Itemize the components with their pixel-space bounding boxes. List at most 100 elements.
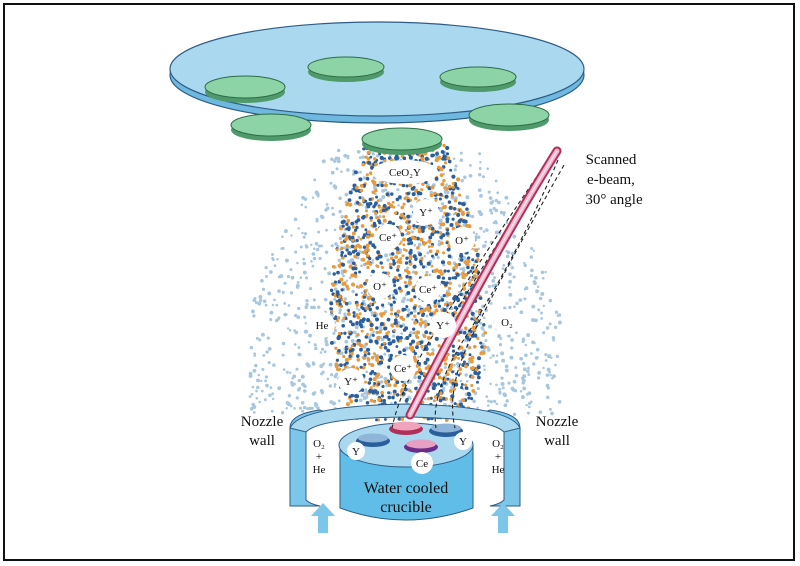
gas-particle: [347, 301, 352, 305]
svg-text:O⁺: O⁺: [373, 281, 387, 293]
vapor-particle: [335, 248, 339, 252]
gas-particle: [409, 331, 413, 335]
vapor-particle: [362, 147, 366, 151]
vapor-particle: [440, 298, 445, 302]
vapor-particle: [404, 399, 409, 403]
vapor-particle: [365, 173, 369, 177]
gas-particle: [510, 251, 515, 256]
vapor-particle: [416, 246, 420, 250]
vapor-particle: [414, 270, 418, 275]
gas-particle: [249, 406, 254, 411]
vapor-particle: [482, 323, 486, 327]
vapor-particle: [387, 337, 391, 342]
gas-particle: [540, 317, 544, 320]
vapor-particle: [430, 264, 434, 268]
svg-text:Scanned: Scanned: [586, 152, 637, 168]
gas-particle: [340, 170, 343, 173]
gas-particle: [301, 409, 305, 413]
gas-particle: [381, 189, 385, 193]
gas-particle: [505, 221, 509, 225]
vapor-particle: [472, 328, 477, 333]
vapor-particle: [467, 281, 472, 286]
gas-particle: [384, 253, 389, 258]
vapor-particle: [354, 274, 358, 279]
vapor-particle: [448, 281, 452, 285]
gas-particle: [321, 370, 325, 374]
vapor-particle: [429, 193, 434, 198]
vapor-particle: [415, 345, 419, 350]
vapor-particle: [391, 339, 396, 344]
gas-particle: [317, 244, 321, 248]
vapor-particle: [395, 324, 399, 328]
vapor-particle: [372, 157, 377, 161]
svg-text:He: He: [313, 464, 326, 476]
vapor-particle: [380, 394, 384, 398]
vapor-particle: [422, 334, 427, 339]
nozzle-wall-label-left: Nozzle wall: [241, 414, 284, 449]
vapor-particle: [365, 401, 370, 405]
gas-particle: [500, 376, 504, 380]
gas-particle: [343, 297, 347, 301]
gas-particle: [361, 204, 364, 207]
vapor-particle: [464, 326, 468, 330]
gas-particle: [281, 235, 284, 238]
gas-particle: [269, 310, 274, 315]
vapor-particle: [402, 216, 407, 220]
vapor-particle: [359, 365, 363, 369]
gas-particle: [343, 312, 347, 316]
gas-particle: [456, 365, 460, 368]
gas-particle: [438, 225, 442, 230]
vapor-particle: [353, 228, 358, 232]
vapor-particle: [433, 304, 438, 308]
vapor-particle: [355, 201, 360, 205]
gas-particle: [344, 339, 349, 344]
gas-particle: [305, 299, 309, 303]
vapor-particle: [375, 195, 379, 199]
vapor-particle: [447, 159, 452, 164]
vapor-particle: [376, 335, 381, 341]
gas-particle: [358, 398, 363, 403]
vapor-particle: [470, 278, 474, 281]
gas-particle: [281, 341, 286, 346]
gas-particle: [336, 244, 340, 248]
vapor-particle: [453, 402, 457, 406]
vapor-particle: [392, 205, 396, 209]
species-label-ce-plus: Ce⁺: [375, 224, 401, 250]
vapor-particle: [420, 256, 424, 260]
vapor-particle: [338, 295, 342, 299]
gas-particle: [315, 403, 319, 407]
gas-particle: [381, 195, 386, 199]
vapor-particle: [398, 225, 403, 230]
vapor-particle: [442, 143, 446, 148]
vapor-particle: [365, 213, 369, 217]
vapor-particle: [404, 284, 409, 289]
gas-particle: [491, 279, 496, 283]
gas-particle: [304, 305, 309, 310]
species-label-y-plus: Y⁺: [413, 199, 439, 225]
vapor-particle: [406, 313, 410, 317]
vapor-particle: [416, 341, 421, 346]
gas-particle: [533, 341, 536, 345]
vapor-particle: [350, 351, 354, 356]
gas-particle: [423, 255, 427, 258]
species-label-ce-plus: Ce⁺: [415, 276, 441, 302]
gas-particle: [287, 393, 292, 398]
vapor-particle: [407, 225, 412, 229]
vapor-particle: [365, 176, 370, 181]
vapor-particle: [374, 211, 378, 215]
ingot-y-left: [356, 433, 390, 447]
vapor-particle: [402, 237, 406, 242]
gas-particle: [287, 304, 291, 307]
vapor-particle: [390, 192, 394, 196]
gas-particle: [479, 194, 483, 198]
vapor-particle: [464, 272, 469, 277]
gas-particle: [397, 204, 400, 207]
vapor-particle: [420, 156, 425, 161]
vapor-particle: [460, 383, 464, 386]
gas-particle: [482, 316, 486, 320]
vapor-particle: [340, 250, 344, 255]
gas-particle: [459, 379, 463, 383]
gas-particle: [545, 383, 550, 388]
vapor-particle: [336, 336, 341, 341]
